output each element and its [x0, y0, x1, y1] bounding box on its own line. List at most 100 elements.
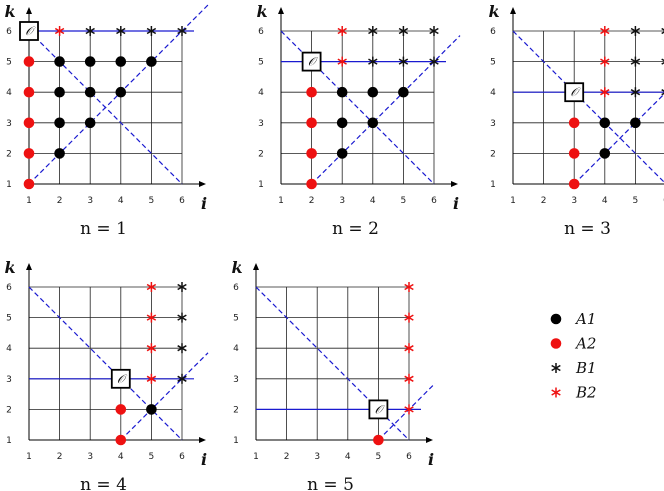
x-tick-label: 1	[26, 196, 32, 206]
legend-label: B1	[575, 359, 597, 377]
legend-marker	[550, 313, 562, 325]
x-tick-label: 5	[149, 452, 155, 462]
y-tick-label: 2	[258, 149, 264, 159]
marker-a2	[115, 404, 127, 415]
x-tick-label: 5	[633, 196, 639, 206]
x-tick-label: 4	[345, 452, 351, 462]
marker-b2	[337, 26, 347, 36]
legend-marker	[551, 363, 561, 373]
y-tick-label: 2	[6, 149, 12, 159]
x-tick-label: 1	[510, 196, 516, 206]
diagonal	[573, 93, 664, 185]
marker-a1	[336, 86, 348, 98]
marker-a1	[115, 56, 127, 67]
y-tick-label: 3	[258, 119, 264, 129]
marker-b2	[146, 373, 157, 384]
y-axis-arrow	[510, 7, 516, 14]
origin-label: 𝒪	[117, 372, 128, 386]
y-tick-label: 5	[233, 314, 239, 324]
x-tick-label: 2	[57, 196, 63, 206]
marker-b1	[146, 26, 157, 36]
origin-box: 𝒪	[19, 21, 39, 41]
marker-b2	[146, 282, 157, 292]
panel-label: n = 1	[80, 219, 127, 239]
y-tick-label: 4	[6, 88, 12, 98]
y-tick-label: 1	[490, 180, 496, 190]
diagonal	[377, 382, 436, 441]
y-axis-label: k	[231, 258, 242, 277]
origin-label: 𝒪	[25, 24, 36, 38]
y-axis-arrow	[253, 263, 259, 270]
marker-b2	[146, 343, 157, 354]
marker-a2	[23, 148, 35, 159]
y-axis-label: k	[4, 2, 15, 21]
x-tick-label: 6	[406, 452, 412, 462]
diagonal	[311, 35, 461, 185]
y-tick-label: 4	[6, 344, 12, 354]
y-tick-label: 2	[233, 405, 239, 415]
y-tick-label: 4	[490, 88, 496, 98]
y-tick-label: 4	[233, 344, 239, 354]
marker-a2	[306, 148, 317, 159]
origin-box: 𝒪	[564, 82, 585, 103]
legend-item-b2: B2	[551, 384, 597, 402]
y-tick-label: 6	[6, 27, 12, 37]
x-tick-label: 4	[118, 452, 124, 462]
x-tick-label: 6	[179, 452, 185, 462]
origin-label: 𝒪	[308, 55, 319, 69]
marker-a2	[23, 178, 35, 190]
marker-b1	[661, 89, 664, 96]
marker-a2	[306, 117, 317, 129]
marker-b2	[600, 56, 610, 67]
y-tick-label: 5	[490, 58, 496, 68]
x-tick-label: 6	[179, 196, 185, 206]
marker-a2	[306, 86, 317, 98]
marker-b1	[177, 312, 187, 323]
marker-a1	[146, 56, 157, 67]
x-axis-arrow	[199, 437, 206, 443]
marker-b1	[85, 26, 95, 36]
y-axis-label: k	[4, 258, 15, 277]
x-axis-arrow	[451, 181, 458, 187]
x-tick-label: 1	[253, 452, 259, 462]
marker-b2	[404, 343, 414, 354]
x-tick-label: 2	[57, 452, 63, 462]
x-tick-label: 1	[278, 196, 284, 206]
marker-a1	[54, 117, 65, 129]
marker-a2	[306, 178, 317, 190]
marker-b1	[177, 373, 187, 384]
marker-b1	[177, 282, 187, 292]
marker-b2	[404, 312, 414, 323]
panel-label: n = 2	[332, 219, 379, 239]
marker-b2	[404, 373, 414, 384]
panel-label: n = 4	[80, 475, 127, 491]
x-tick-label: 2	[284, 452, 290, 462]
y-tick-label: 1	[6, 180, 12, 190]
x-tick-label: 6	[431, 196, 437, 206]
marker-b1	[368, 56, 378, 67]
anti-diagonal	[512, 30, 664, 183]
legend-marker	[551, 387, 561, 398]
y-tick-label: 6	[490, 27, 496, 37]
x-axis-arrow	[426, 437, 433, 443]
marker-a1	[54, 148, 65, 159]
y-axis-label: k	[256, 2, 267, 21]
marker-a1	[367, 86, 379, 98]
y-tick-label: 3	[6, 119, 12, 129]
marker-b1	[661, 58, 664, 65]
marker-a2	[568, 178, 580, 190]
marker-a1	[336, 148, 348, 159]
marker-a1	[84, 117, 96, 129]
marker-a1	[398, 86, 409, 98]
y-tick-label: 3	[233, 375, 239, 385]
marker-b1	[429, 26, 439, 36]
marker-a1	[630, 117, 641, 129]
y-tick-label: 6	[258, 27, 264, 37]
marker-b1	[177, 26, 187, 36]
marker-b2	[146, 312, 157, 323]
